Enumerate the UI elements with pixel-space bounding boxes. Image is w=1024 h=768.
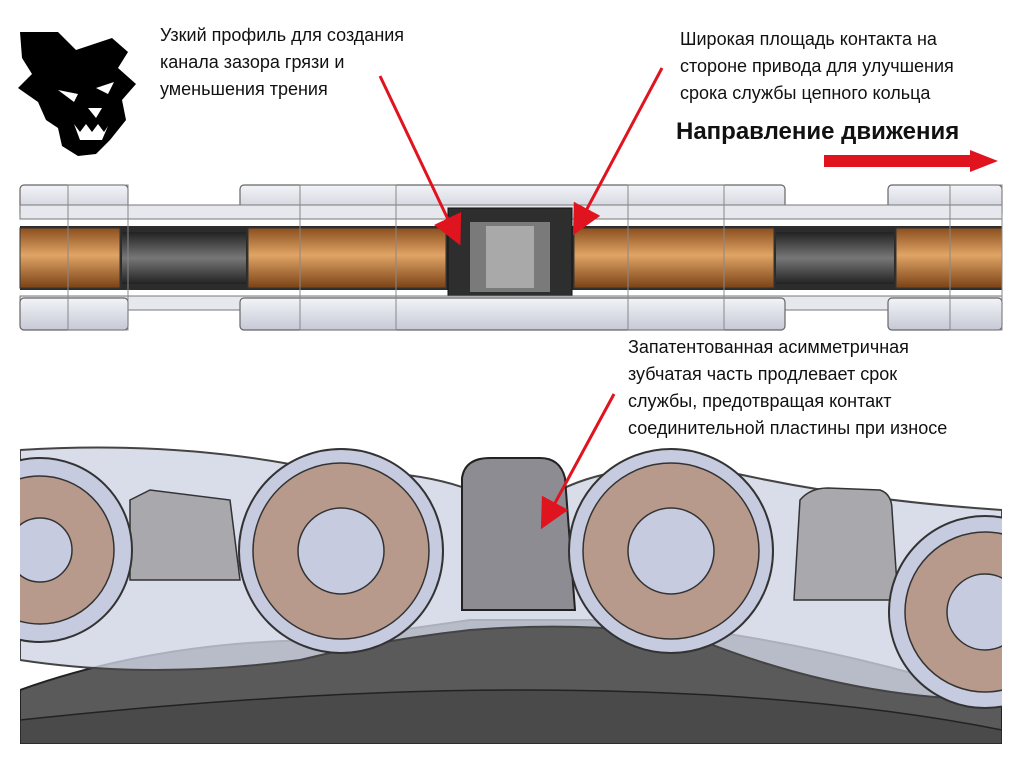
annotation-narrow-profile: Узкий профиль для создания канала зазора… [160, 25, 405, 99]
direction-arrow-head [970, 150, 998, 172]
annotation-wide-contact: Широкая площадь контакта на стороне прив… [680, 29, 954, 103]
annotation-patented-tooth: Запатентованная асимметричная зубчатая ч… [628, 337, 948, 438]
wolf-head-icon [18, 32, 136, 156]
direction-label: Направление движения [676, 118, 960, 145]
arrow-narrow-profile [378, 75, 462, 246]
arrow-wide-contact [572, 67, 664, 236]
direction-arrow-shaft [824, 155, 974, 167]
arrow-patented-tooth [540, 393, 616, 530]
